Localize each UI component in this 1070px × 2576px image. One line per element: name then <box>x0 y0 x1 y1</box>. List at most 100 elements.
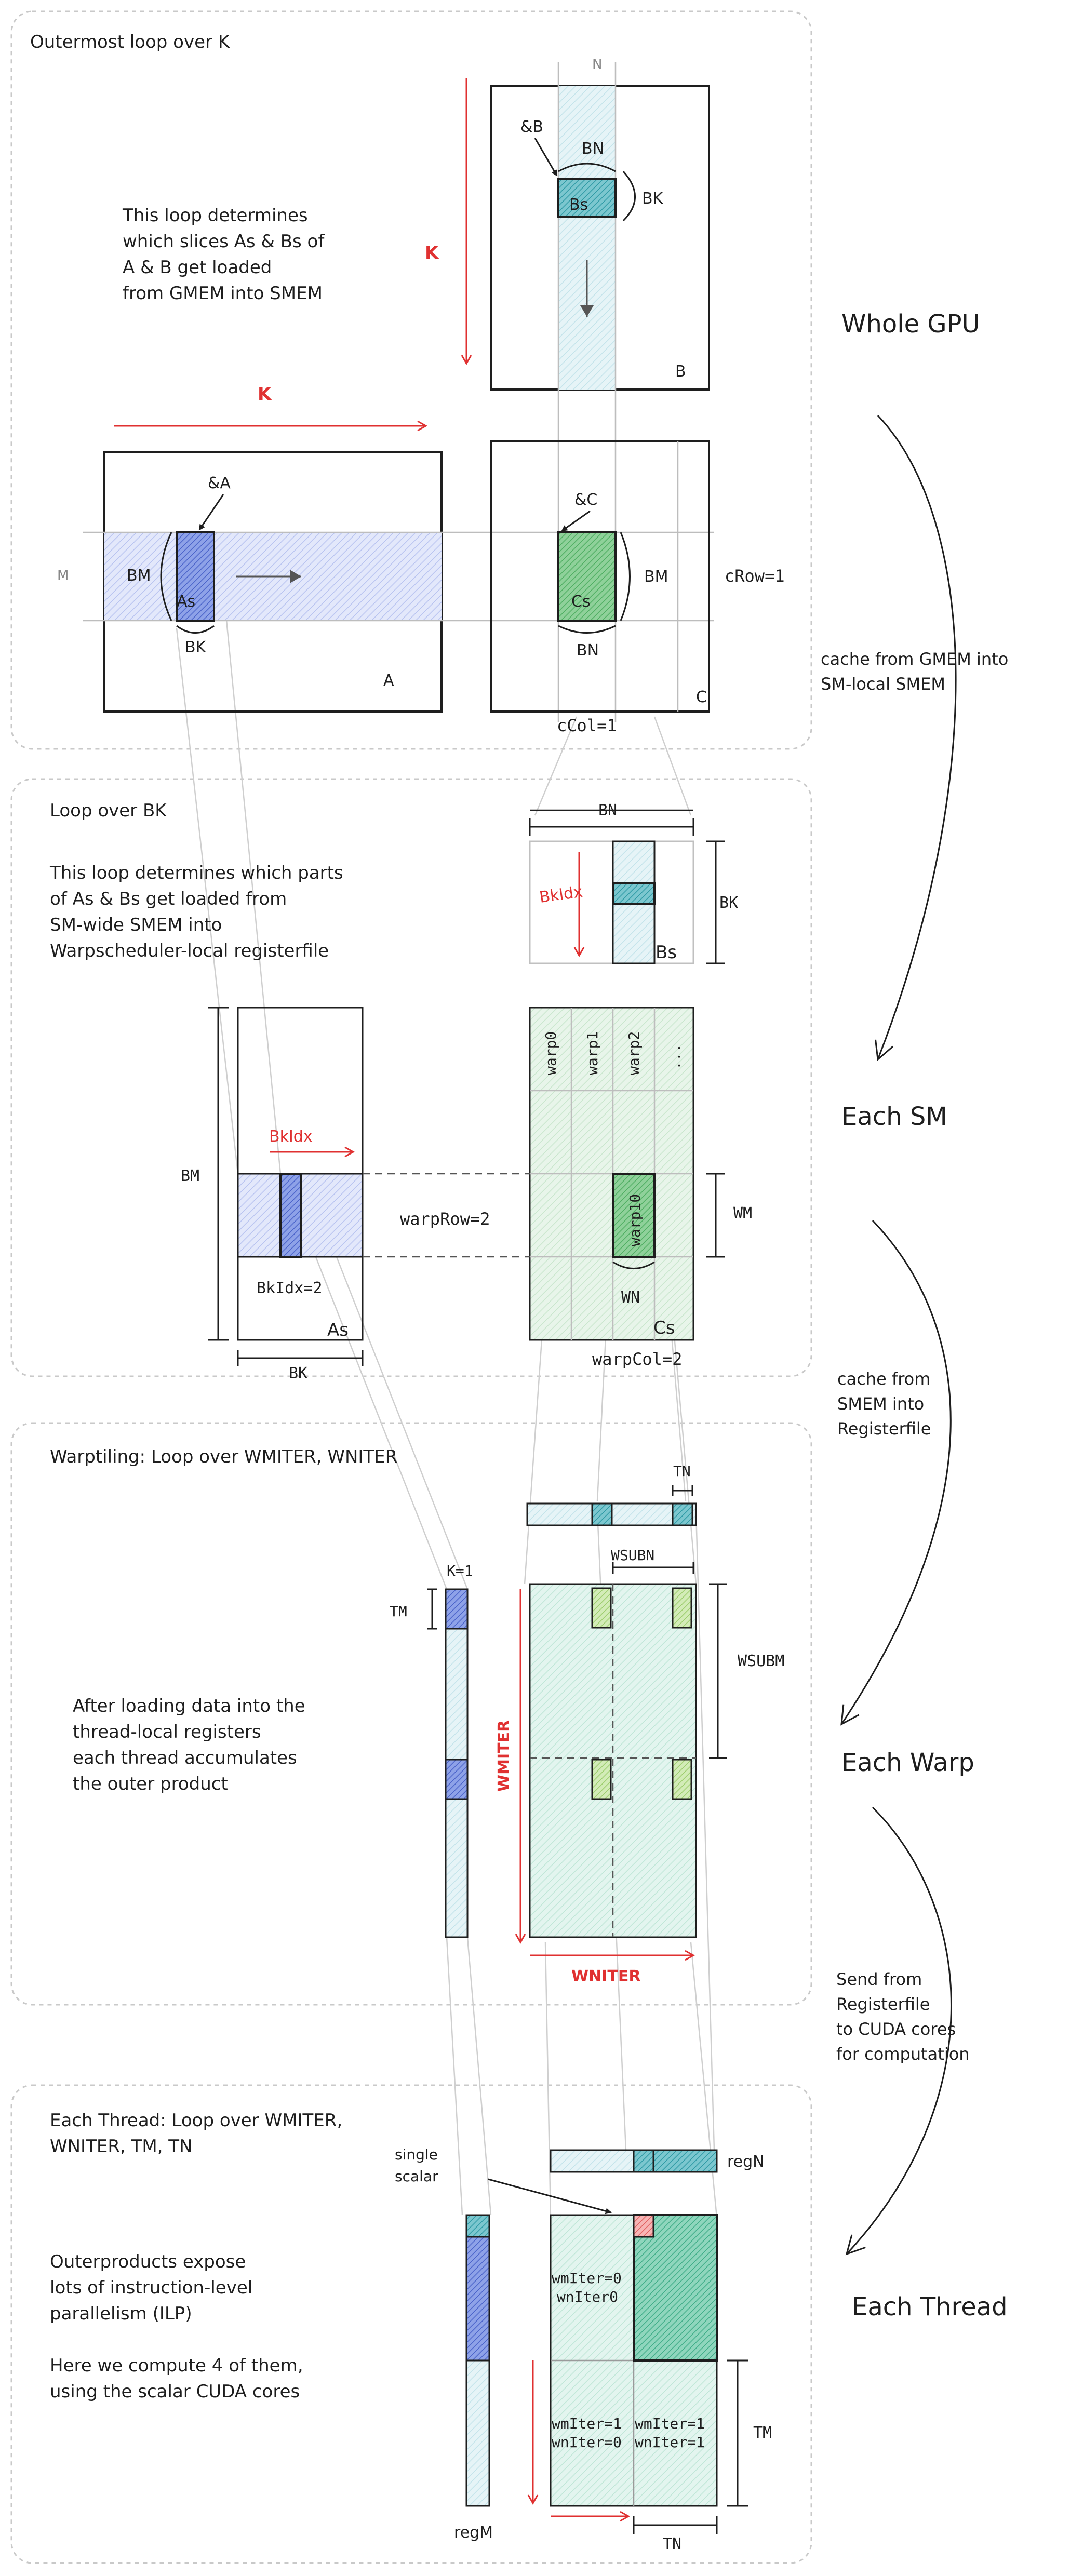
wn-label: WN <box>621 1289 640 1307</box>
bkidx2-label: BkIdx=2 <box>257 1279 322 1297</box>
transition-3-line: to CUDA cores <box>836 2019 956 2039</box>
wniter-label: WNITER <box>571 1967 640 1985</box>
bs-label-2: Bs <box>656 942 677 963</box>
panel2-title: Loop over BK <box>50 800 167 821</box>
transition-1-line: cache from GMEM into <box>821 649 1008 669</box>
n-label: N <box>592 57 602 72</box>
panel3-desc-line: each thread accumulates <box>73 1748 297 1768</box>
panel4-title: Each Thread: Loop over WMITER, WNITER, T… <box>50 2110 348 2157</box>
bs-tile <box>557 178 617 218</box>
tn-label-warp: TN <box>673 1463 691 1480</box>
bk-label-bs: BK <box>719 894 738 912</box>
warp-bs-slice-2 <box>672 1502 693 1526</box>
warp-thread-tile-1 <box>591 1587 612 1629</box>
cs-label: Cs <box>571 593 591 611</box>
panel1-title: Outermost loop over K <box>30 32 231 52</box>
bk-brace-a <box>176 625 215 634</box>
ccol-label: cCol=1 <box>557 716 617 735</box>
panel2-desc: This loop determines which parts of As &… <box>49 863 349 961</box>
transition-3: Send from Registerfile to CUDA cores for… <box>836 1969 970 2064</box>
panel4-desc-line: using the scalar CUDA cores <box>50 2381 300 2402</box>
q11-label: wmIter=1 wnIter=1 <box>635 2415 714 2451</box>
panel3-desc: After loading data into the thread-local… <box>73 1696 311 1794</box>
panel4-desc-line: Here we compute 4 of them, <box>50 2355 303 2376</box>
bk-label-b: BK <box>642 190 664 208</box>
warp-label-2: warp2 <box>625 1031 643 1075</box>
warp-thread-tile-4 <box>672 1759 692 1800</box>
wsubn-label: WSUBN <box>611 1547 654 1564</box>
warp-thread-tile-3 <box>591 1759 612 1800</box>
amp-c-label: &C <box>574 491 597 509</box>
single-scalar-cell <box>633 2214 654 2238</box>
q00-label: wmIter=0 wnIter0 <box>552 2270 631 2305</box>
bs-block <box>529 840 694 964</box>
k1-label: K=1 <box>447 1562 473 1579</box>
as-label: As <box>177 593 195 611</box>
amp-a-arrow <box>198 494 224 531</box>
panel-outer-loop <box>10 10 812 750</box>
warp10-tile <box>612 1173 656 1258</box>
stage-each-sm: Each SM <box>841 1102 947 1131</box>
bm-label-c: BM <box>644 568 668 586</box>
k-label-left: K <box>258 384 272 405</box>
matrix-c <box>490 440 710 713</box>
bk-brace-b <box>622 170 636 222</box>
regm-slice-2 <box>465 2236 490 2362</box>
panel1-desc: This loop determines which slices As & B… <box>122 205 330 304</box>
a-label: A <box>383 672 394 690</box>
single-scalar-arrow <box>488 2178 612 2215</box>
bn-brace-c <box>558 625 616 634</box>
bm-label-as: BM <box>181 1167 199 1185</box>
q11-line: wnIter=1 <box>635 2434 705 2451</box>
amp-b-label: &B <box>520 118 543 136</box>
amp-c-arrow <box>561 510 591 532</box>
bs-label: Bs <box>569 196 588 214</box>
q00-line: wmIter=0 <box>552 2270 622 2287</box>
regn-slice <box>633 2149 654 2173</box>
c-label: C <box>696 688 707 706</box>
amp-b-arrow <box>534 138 558 177</box>
bn-label-c: BN <box>577 641 599 660</box>
panel4-desc-line: parallelism (ILP) <box>50 2303 192 2324</box>
tm-label-warp: TM <box>390 1603 407 1620</box>
warp-as-slice-2 <box>445 1759 469 1800</box>
tn-label-thread: TN <box>663 2535 681 2553</box>
stage-each-thread: Each Thread <box>852 2292 1008 2322</box>
warprow-label: warpRow=2 <box>400 1209 490 1229</box>
panel4-title-line: WNITER, TM, TN <box>50 2136 193 2157</box>
bn-brace <box>558 163 616 172</box>
warp-label-more: ... <box>667 1043 684 1070</box>
regn-label: regN <box>727 2153 765 2171</box>
flow-arrow-3 <box>845 1806 952 2256</box>
tm-label-thread: TM <box>753 2424 772 2442</box>
crow-label: cRow=1 <box>725 566 785 586</box>
q10-line: wmIter=1 <box>552 2415 622 2432</box>
panel-thread <box>10 2084 812 2564</box>
panel3-desc-line: After loading data into the <box>73 1696 305 1716</box>
cs-tile <box>557 531 617 622</box>
warp-label-1: warp1 <box>584 1031 601 1075</box>
panel3-title: Warptiling: Loop over WMITER, WNITER <box>50 1446 397 1467</box>
wn-brace <box>612 1261 655 1269</box>
q10-label: wmIter=1 wnIter=0 <box>552 2415 631 2451</box>
as-slice <box>279 1173 302 1258</box>
stage-each-warp: Each Warp <box>841 1748 974 1777</box>
bn-label: BN <box>582 140 604 158</box>
panel4-title-line: Each Thread: Loop over WMITER, <box>50 2110 342 2131</box>
bkidx-label-as: BkIdx <box>269 1128 313 1146</box>
panel4-desc-line: lots of instruction-level <box>50 2277 252 2298</box>
regm-slice <box>465 2214 490 2238</box>
bk-label-as: BK <box>289 1364 307 1383</box>
panel3-desc-line: thread-local registers <box>73 1722 261 1742</box>
panel2-desc-line: Warpscheduler-local registerfile <box>50 941 329 961</box>
as-tile <box>176 531 215 622</box>
bs-slice <box>612 882 656 905</box>
panel1-desc-line: A & B get loaded <box>123 257 272 278</box>
panel2-desc-line: of As & Bs get loaded from <box>50 889 287 909</box>
transition-1-line: SM-local SMEM <box>821 674 945 694</box>
transition-2-line: cache from <box>837 1369 930 1389</box>
panel1-desc-line: from GMEM into SMEM <box>123 283 323 304</box>
bk-label-a: BK <box>185 638 207 656</box>
panel1-desc-line: This loop determines <box>122 205 308 226</box>
single-scalar-line: scalar <box>395 2168 438 2185</box>
